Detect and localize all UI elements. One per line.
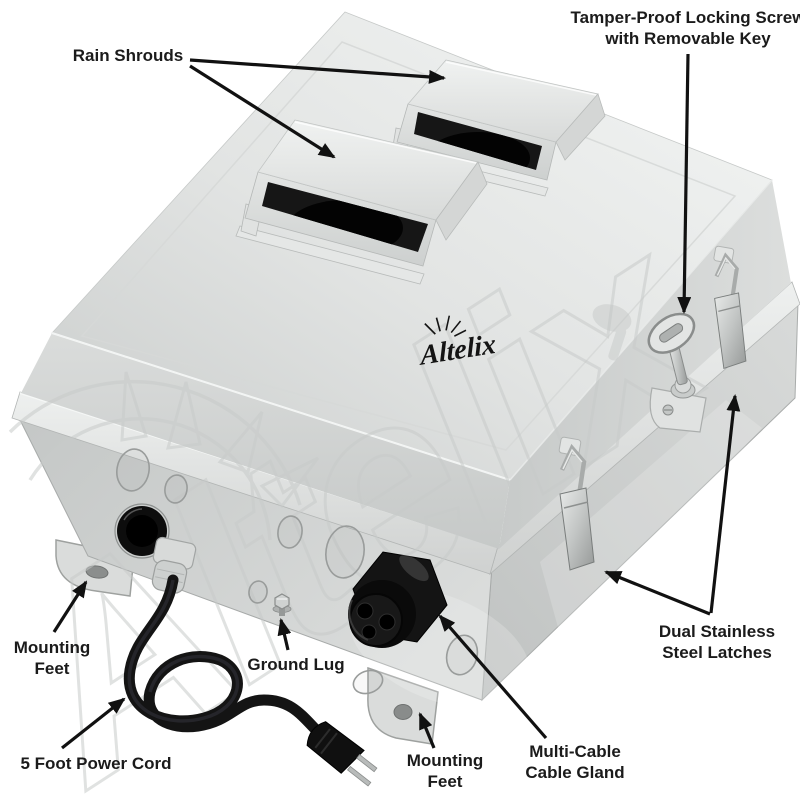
label-tamper-lock-line2: with Removable Key — [605, 28, 771, 48]
arrow-rain-shroud-right — [189, 58, 446, 84]
arrow-cable-gland — [438, 614, 548, 740]
label-latches-line2: Steel Latches — [662, 642, 772, 662]
latch-upper — [713, 245, 747, 370]
label-power-cord-text: 5 Foot Power Cord — [20, 754, 172, 773]
label-latches: Dual Stainless Steel Latches — [659, 622, 775, 663]
label-mounting-feet-left-line1: Mounting — [13, 638, 91, 657]
label-mounting-feet-bottom-line2: Feet — [427, 771, 463, 791]
ghost-key — [592, 304, 632, 361]
label-mounting-feet-left: Mounting Feet — [14, 638, 90, 679]
label-ground-lug: Ground Lug — [247, 655, 344, 676]
label-cable-gland-line2: Cable Gland — [525, 762, 625, 782]
knockout — [352, 669, 384, 695]
arrow-latch-lower — [604, 570, 711, 616]
knockout — [116, 448, 150, 492]
power-entry-port — [114, 503, 170, 559]
locking-screw-key — [647, 312, 707, 433]
label-mounting-feet-left-line2: Feet — [34, 658, 70, 678]
lid-edge-highlight-2 — [509, 179, 773, 481]
arrow-ground-lug — [277, 618, 292, 651]
callout-arrows — [52, 53, 741, 750]
power-plug — [306, 721, 378, 787]
arrow-mounting-feet-left — [52, 580, 88, 633]
label-mounting-feet-bottom-line1: Mounting — [406, 751, 484, 770]
arrow-rain-shroud-left — [189, 64, 336, 159]
removable-key — [647, 312, 696, 386]
lid-edge-highlight — [51, 332, 511, 481]
sunburst-icon — [424, 315, 467, 337]
arrow-latch-upper — [709, 394, 741, 614]
label-ground-lug-text: Ground Lug — [247, 655, 345, 674]
label-power-cord: 5 Foot Power Cord — [20, 754, 171, 775]
arrow-mounting-feet-bottom — [418, 712, 436, 749]
label-mounting-feet-bottom: Mounting Feet — [407, 751, 483, 792]
label-tamper-lock: Tamper-Proof Locking Screw with Removabl… — [571, 8, 800, 49]
latch-lower — [558, 436, 595, 571]
knockout — [277, 515, 303, 549]
knockout — [164, 474, 188, 504]
multi-cable-gland — [348, 551, 448, 648]
lid-mold-line — [80, 41, 737, 451]
rain-shroud-right — [389, 59, 606, 197]
power-cord — [123, 574, 378, 787]
label-latches-line1: Dual Stainless — [658, 622, 776, 641]
enclosure: Altelix Altelix — [0, 11, 800, 800]
knockout — [248, 580, 268, 604]
right-face-highlight — [540, 400, 762, 642]
label-tamper-lock-line1: Tamper-Proof Locking Screw — [570, 8, 800, 27]
arrow-tamper-lock — [677, 53, 692, 314]
label-cable-gland-line1: Multi-Cable — [529, 742, 621, 761]
label-rain-shrouds-text: Rain Shrouds — [72, 46, 184, 65]
arrow-power-cord — [61, 697, 126, 750]
label-rain-shrouds: Rain Shrouds — [73, 46, 184, 67]
knockouts — [116, 448, 479, 695]
label-cable-gland: Multi-Cable Cable Gland — [525, 742, 624, 783]
knockout — [325, 525, 365, 579]
ground-lug-screw — [272, 593, 292, 616]
